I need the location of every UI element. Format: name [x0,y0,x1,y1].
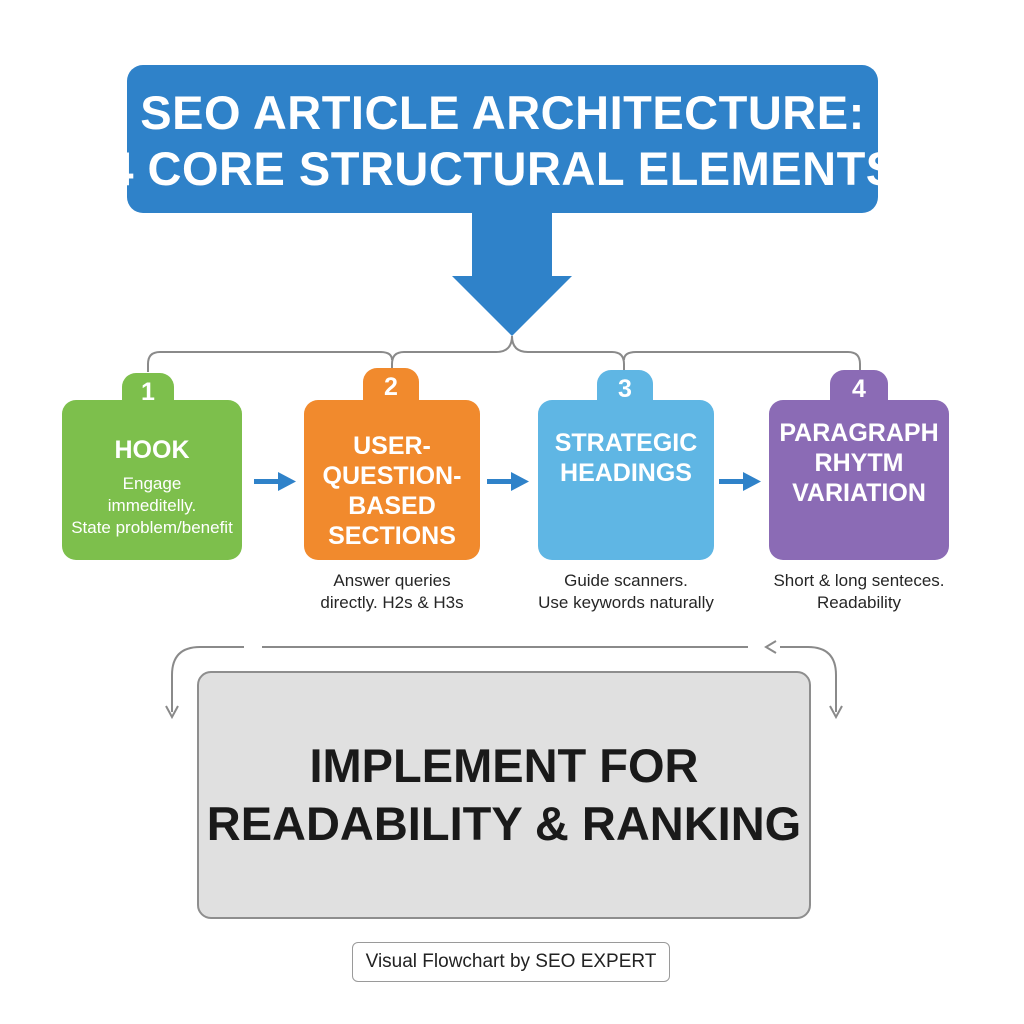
step-3-number: 3 [618,374,632,403]
cycle-left-arrowhead-icon [165,705,179,720]
result-line-1: IMPLEMENT FOR [309,739,699,792]
cycle-right-arrowhead-icon [829,705,843,720]
branch-connector [147,335,861,372]
step-1-description: Engage immeditelly. State problem/benefi… [71,474,233,537]
step-2-card: USER- QUESTION- BASED SECTIONS [304,400,480,560]
step-4-description: Short & long senteces. Readability [773,571,945,612]
cycle-top-arrowhead-icon [764,640,777,654]
step-4-number: 4 [852,374,866,403]
title-line-2: 4 CORE STRUCTURAL ELEMENTS [107,142,898,195]
step-arrows [254,472,761,491]
cycle-arrows [171,646,837,712]
result-box: IMPLEMENT FOR READABILITY & RANKING [197,671,811,919]
step-2-description: Answer queries directly. H2s & H3s [320,571,464,612]
main-down-arrow-icon [452,212,572,336]
step-3-title: STRATEGIC HEADINGS [554,429,698,487]
step-3-description: Guide scanners. Use keywords naturally [538,571,714,612]
step-2-number-tab: 2 [363,368,419,406]
arrow-right-icon [254,472,296,491]
arrow-right-icon [487,472,529,491]
step-4-card: PARAGRAPH RHYTM VARIATION [769,400,949,560]
step-1-card: HOOK Engage immeditelly. State problem/b… [62,400,242,560]
step-1-title: HOOK [114,436,190,464]
arrow-right-icon [719,472,761,491]
title-banner: SEO ARTICLE ARCHITECTURE: 4 CORE STRUCTU… [107,65,897,213]
step-2-title: USER- QUESTION- BASED SECTIONS [322,432,462,550]
credit-label: Visual Flowchart by SEO EXPERT [352,942,670,982]
step-2-number: 2 [384,372,398,401]
result-line-2: READABILITY & RANKING [206,797,802,850]
title-line-1: SEO ARTICLE ARCHITECTURE: [140,86,865,139]
step-1-number: 1 [141,377,155,406]
step-4-title: PARAGRAPH RHYTM VARIATION [779,419,939,507]
step-3-card: STRATEGIC HEADINGS [538,400,714,560]
